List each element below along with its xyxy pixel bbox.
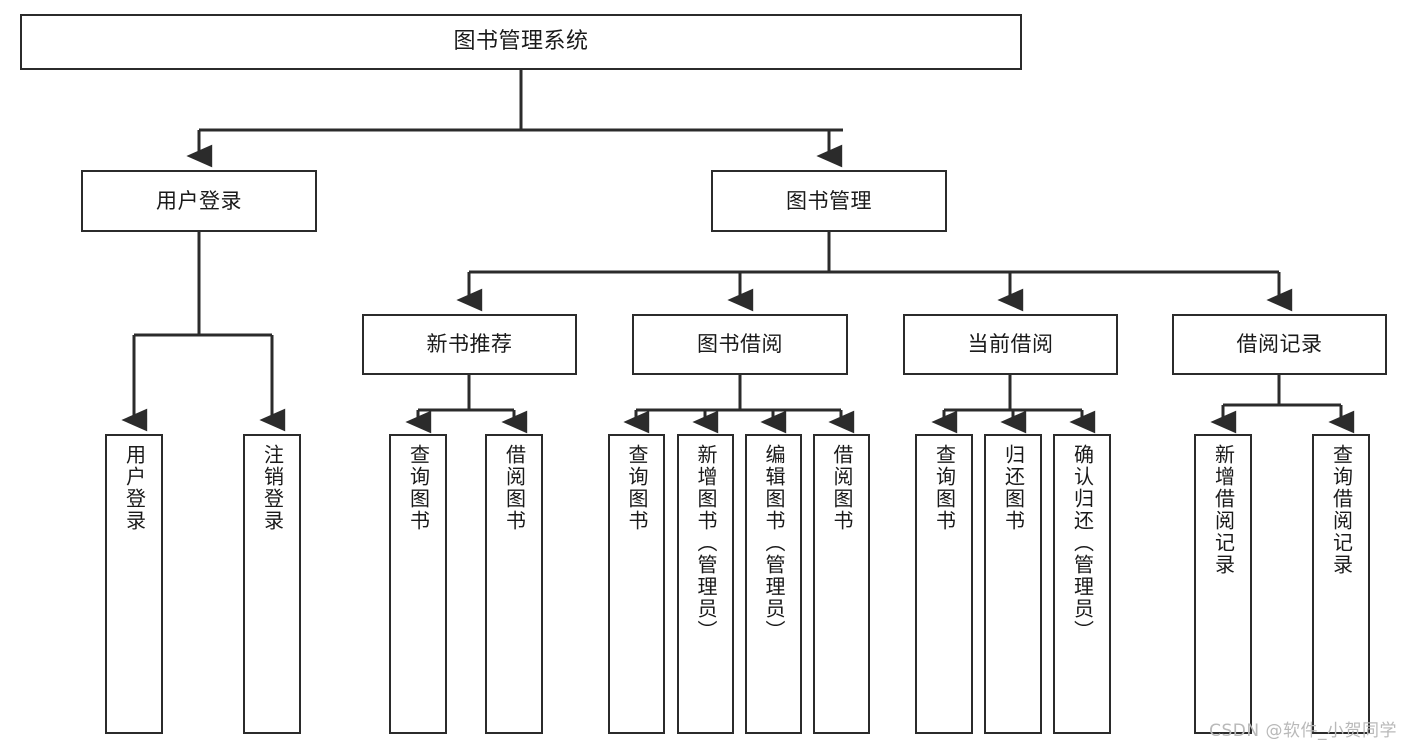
leaf-query-record[interactable]: 查询借阅记录 [1312, 434, 1370, 734]
watermark: CSDN @软件_小贺同学 [1209, 721, 1397, 741]
leaf-borrow-book-1-label: 借阅图书 [502, 444, 527, 532]
node-current-borrow-label: 当前借阅 [967, 332, 1054, 357]
leaf-return-book[interactable]: 归还图书 [984, 434, 1042, 734]
leaf-borrow-book-1[interactable]: 借阅图书 [485, 434, 543, 734]
node-book-borrow[interactable]: 图书借阅 [632, 314, 848, 375]
leaf-query-book-2[interactable]: 查询图书 [608, 434, 665, 734]
leaf-user-logout[interactable]: 注销登录 [243, 434, 301, 734]
node-current-borrow[interactable]: 当前借阅 [903, 314, 1118, 375]
node-borrow-record-label: 借阅记录 [1236, 332, 1323, 357]
node-borrow-record[interactable]: 借阅记录 [1172, 314, 1387, 375]
leaf-user-logout-label: 注销登录 [260, 444, 285, 532]
leaf-return-book-label: 归还图书 [1001, 444, 1026, 532]
node-root[interactable]: 图书管理系统 [20, 14, 1022, 70]
leaf-confirm-return-label: 确认归还（管理员） [1070, 444, 1095, 642]
node-book-borrow-label: 图书借阅 [697, 332, 783, 357]
node-user-login-label: 用户登录 [156, 188, 242, 213]
leaf-query-record-label: 查询借阅记录 [1329, 444, 1354, 576]
leaf-query-book-2-label: 查询图书 [625, 444, 649, 532]
node-root-label: 图书管理系统 [453, 29, 589, 55]
node-user-login[interactable]: 用户登录 [81, 170, 317, 232]
leaf-user-login[interactable]: 用户登录 [105, 434, 163, 734]
leaf-query-book-1[interactable]: 查询图书 [389, 434, 447, 734]
leaf-confirm-return[interactable]: 确认归还（管理员） [1053, 434, 1111, 734]
leaf-edit-book[interactable]: 编辑图书（管理员） [745, 434, 802, 734]
leaf-add-book-label: 新增图书（管理员） [694, 444, 718, 642]
leaf-user-login-label: 用户登录 [122, 444, 147, 532]
leaf-borrow-book-2[interactable]: 借阅图书 [813, 434, 870, 734]
leaf-edit-book-label: 编辑图书（管理员） [762, 444, 786, 642]
node-book-manage[interactable]: 图书管理 [711, 170, 947, 232]
leaf-query-book-3[interactable]: 查询图书 [915, 434, 973, 734]
leaf-add-book[interactable]: 新增图书（管理员） [677, 434, 734, 734]
node-book-manage-label: 图书管理 [786, 188, 872, 213]
leaf-add-record[interactable]: 新增借阅记录 [1194, 434, 1252, 734]
leaf-add-record-label: 新增借阅记录 [1211, 444, 1236, 576]
leaf-query-book-1-label: 查询图书 [406, 444, 431, 532]
node-new-book-recommend[interactable]: 新书推荐 [362, 314, 577, 375]
leaf-borrow-book-2-label: 借阅图书 [830, 444, 854, 532]
leaf-query-book-3-label: 查询图书 [932, 444, 957, 532]
node-new-book-recommend-label: 新书推荐 [426, 332, 513, 357]
